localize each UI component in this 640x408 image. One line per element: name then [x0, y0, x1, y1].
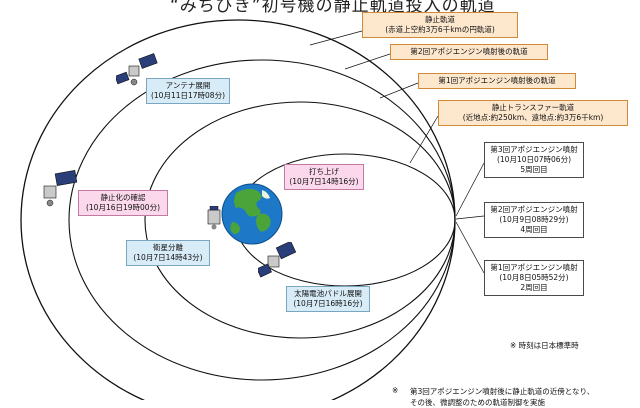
- geo-orbit-title: 静止軌道: [425, 15, 455, 24]
- leader-aem2: [455, 215, 485, 220]
- separation-title: 衛星分離: [153, 243, 183, 252]
- antenna-deploy-label: アンテナ展開 (10月11日17時08分): [146, 78, 230, 104]
- gto-label: 静止トランスファー軌道 (近地点:約250km、遠地点:約3万6千km): [438, 100, 628, 126]
- geo-orbit-label: 静止軌道 (赤道上空約3万6千kmの円軌道): [362, 12, 518, 38]
- aem2-label: 第2回アポジエンジン噴射 (10月9日08時29分) 4周回目: [484, 202, 584, 238]
- geo-orbit-detail: (赤道上空約3万6千kmの円軌道): [385, 25, 495, 34]
- aem2-time: (10月9日08時29分): [499, 215, 569, 224]
- aem1-label: 第1回アポジエンジン噴射 (10月8日05時52分) 2周回目: [484, 260, 584, 296]
- leader-gto: [409, 115, 439, 164]
- satellite-icon: [43, 170, 78, 207]
- aem3-label: 第3回アポジエンジン噴射 (10月10日07時06分) 5周回目: [484, 142, 584, 178]
- second-aem-orbit-label: 第2回アポジエンジン噴射後の軌道: [390, 44, 548, 60]
- satellite-icon: [116, 53, 158, 86]
- aem3-title: 第3回アポジエンジン噴射: [490, 145, 578, 154]
- solar-paddle-label: 太陽電池パドル展開 (10月7日16時16分): [286, 286, 370, 312]
- solar-paddle-title: 太陽電池パドル展開: [294, 289, 362, 298]
- aem3-orbit: 5周回目: [520, 165, 548, 174]
- aem1-time: (10月8日05時52分): [499, 273, 569, 282]
- solar-paddle-time: (10月7日16時16分): [293, 299, 363, 308]
- antenna-time: (10月11日17時08分): [150, 91, 226, 100]
- launch-title: 打ち上げ: [309, 167, 339, 176]
- earth-globe: [221, 183, 283, 245]
- leader-aem3: [455, 162, 485, 217]
- leader-first: [379, 82, 419, 99]
- antenna-title: アンテナ展開: [165, 81, 211, 90]
- leader-geo: [309, 30, 363, 46]
- gto-detail: (近地点:約250km、遠地点:約3万6千km): [462, 113, 604, 122]
- launch-time: (10月7日14時16分): [289, 177, 359, 186]
- aem3-time: (10月10日07時06分): [496, 155, 572, 164]
- geo-confirm-label: 静止化の確認 (10月16日19時00分): [78, 190, 168, 216]
- time-note: ※ 時刻は日本標準時: [510, 341, 579, 350]
- first-aem-orbit-label: 第1回アポジエンジン噴射後の軌道: [418, 73, 576, 89]
- footer-note-line1: 第3回アポジエンジン噴射後に静止軌道の近傍となり、: [410, 387, 595, 396]
- aem1-orbit: 2周回目: [520, 283, 548, 292]
- aem2-title: 第2回アポジエンジン噴射: [490, 205, 578, 214]
- aem1-title: 第1回アポジエンジン噴射: [490, 263, 578, 272]
- geo-confirm-time: (10月16日19時00分): [85, 203, 161, 212]
- footer-mark: ※: [392, 386, 399, 395]
- satellite-icon: [207, 206, 221, 230]
- separation-label: 衛星分離 (10月7日14時43分): [126, 240, 210, 266]
- satellite-icon: [258, 242, 297, 278]
- gto-title: 静止トランスファー軌道: [491, 103, 575, 112]
- leader-second: [344, 53, 391, 70]
- launch-label: 打ち上げ (10月7日14時16分): [284, 164, 364, 190]
- aem2-orbit: 4周回目: [520, 225, 548, 234]
- footer-note-line2: その後、微調整のための軌道制御を実施: [410, 398, 545, 407]
- leader-aem1: [455, 221, 485, 274]
- geo-confirm-title: 静止化の確認: [100, 193, 146, 202]
- separation-time: (10月7日14時43分): [133, 253, 203, 262]
